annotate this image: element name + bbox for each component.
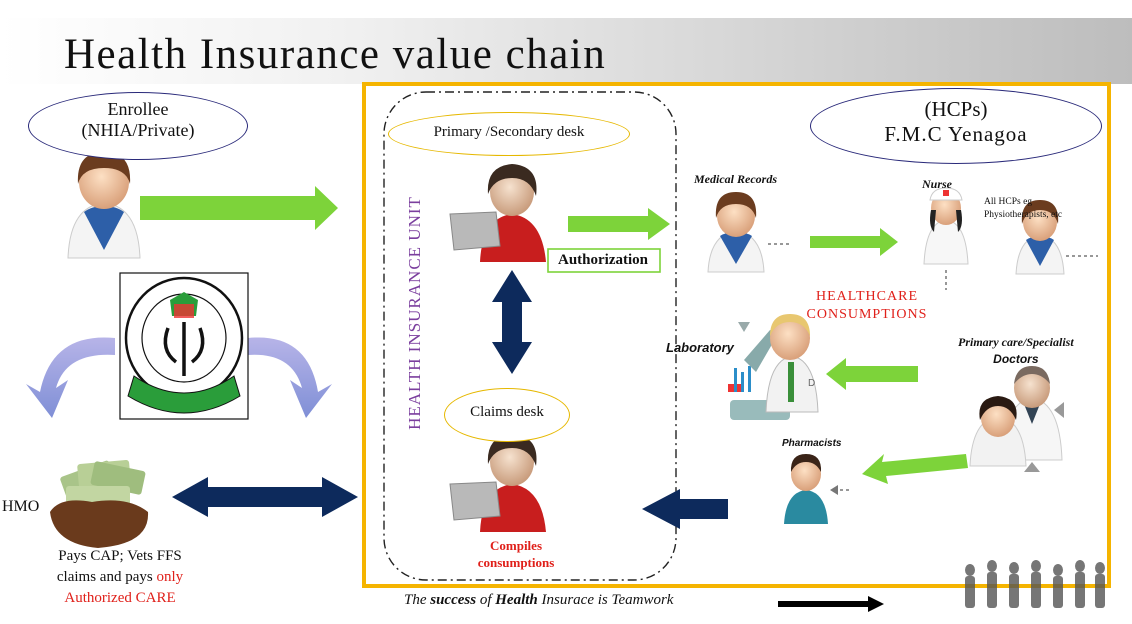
laboratory-label: Laboratory xyxy=(666,340,734,355)
all-hcps-person-icon xyxy=(1015,200,1065,275)
doctors-icon xyxy=(969,366,1063,467)
footer-teamwork: The success of Health Insurace is Teamwo… xyxy=(404,592,674,608)
hcps-ellipse: (HCPs) F.M.C Yenagoa xyxy=(810,88,1102,164)
hcp-frame xyxy=(362,82,1111,588)
enrollee-sub: (NHIA/Private) xyxy=(81,120,195,140)
enrollee-label: Enrollee xyxy=(107,99,169,119)
enrollee-person-icon xyxy=(67,152,141,259)
svg-text:D: D xyxy=(808,378,815,389)
desk-officer-icon xyxy=(449,164,546,262)
enrollee-ellipse: Enrollee (NHIA/Private) xyxy=(28,92,248,160)
claims-officer-icon xyxy=(449,434,546,532)
desk-to-records-arrow xyxy=(568,208,670,240)
title-band xyxy=(0,18,1132,84)
primary-desk-label: Primary /Secondary desk xyxy=(433,124,585,140)
authorization-label: Authorization xyxy=(558,252,648,268)
claims-desk-label: Claims desk xyxy=(470,404,544,420)
enrollee-to-unit-arrow xyxy=(140,186,338,230)
records-to-nurse-arrow xyxy=(810,228,898,256)
curve-arrow-left xyxy=(26,337,115,418)
nurse-icon xyxy=(923,187,969,265)
pharmacist-icon xyxy=(784,454,828,524)
hmo-label: HMO xyxy=(2,498,40,515)
doctors-label: Primary care/Specialist Doctors xyxy=(958,335,1074,366)
laboratory-icon xyxy=(728,314,819,420)
page-title: Health Insurance value chain xyxy=(64,31,607,78)
authorization-box xyxy=(547,248,661,273)
nhia-logo xyxy=(119,272,249,420)
doctors-to-lab-arrow xyxy=(826,358,918,390)
medical-records-person-icon xyxy=(707,192,765,273)
primary-desk-ellipse: Primary /Secondary desk xyxy=(388,112,630,156)
team-silhouettes xyxy=(965,560,1105,608)
pharmacists-label: Pharmacists xyxy=(782,438,842,449)
desk-claims-double-arrow xyxy=(492,270,532,374)
all-hcps-label: All HCPs eg Physiotherapists, etc xyxy=(984,197,1063,220)
hmo-description: Pays CAP; Vets FFS claims and pays only … xyxy=(56,548,184,606)
health-insurance-unit-box xyxy=(383,91,677,581)
hcps-sub: F.M.C Yenagoa xyxy=(884,122,1028,146)
healthcare-consumptions-label: HEALTHCARE CONSUMPTIONS xyxy=(806,289,928,322)
pharmacy-to-claims-arrow xyxy=(642,489,728,529)
hcps-label: (HCPs) xyxy=(924,97,988,121)
footer-arrow xyxy=(778,596,884,612)
curve-arrow-right xyxy=(248,337,332,418)
nurse-label: Nurse xyxy=(922,177,953,191)
claims-desk-ellipse: Claims desk xyxy=(444,388,570,442)
hmo-unit-double-arrow xyxy=(172,477,358,517)
medical-records-label: Medical Records xyxy=(694,172,777,186)
hmo-money-icon xyxy=(50,460,149,548)
compiles-label: Compiles consumptions xyxy=(477,538,555,570)
health-insurance-unit-label: HEALTH INSURANCE UNIT xyxy=(405,196,424,430)
doctors-to-pharmacy-arrow xyxy=(862,454,968,484)
